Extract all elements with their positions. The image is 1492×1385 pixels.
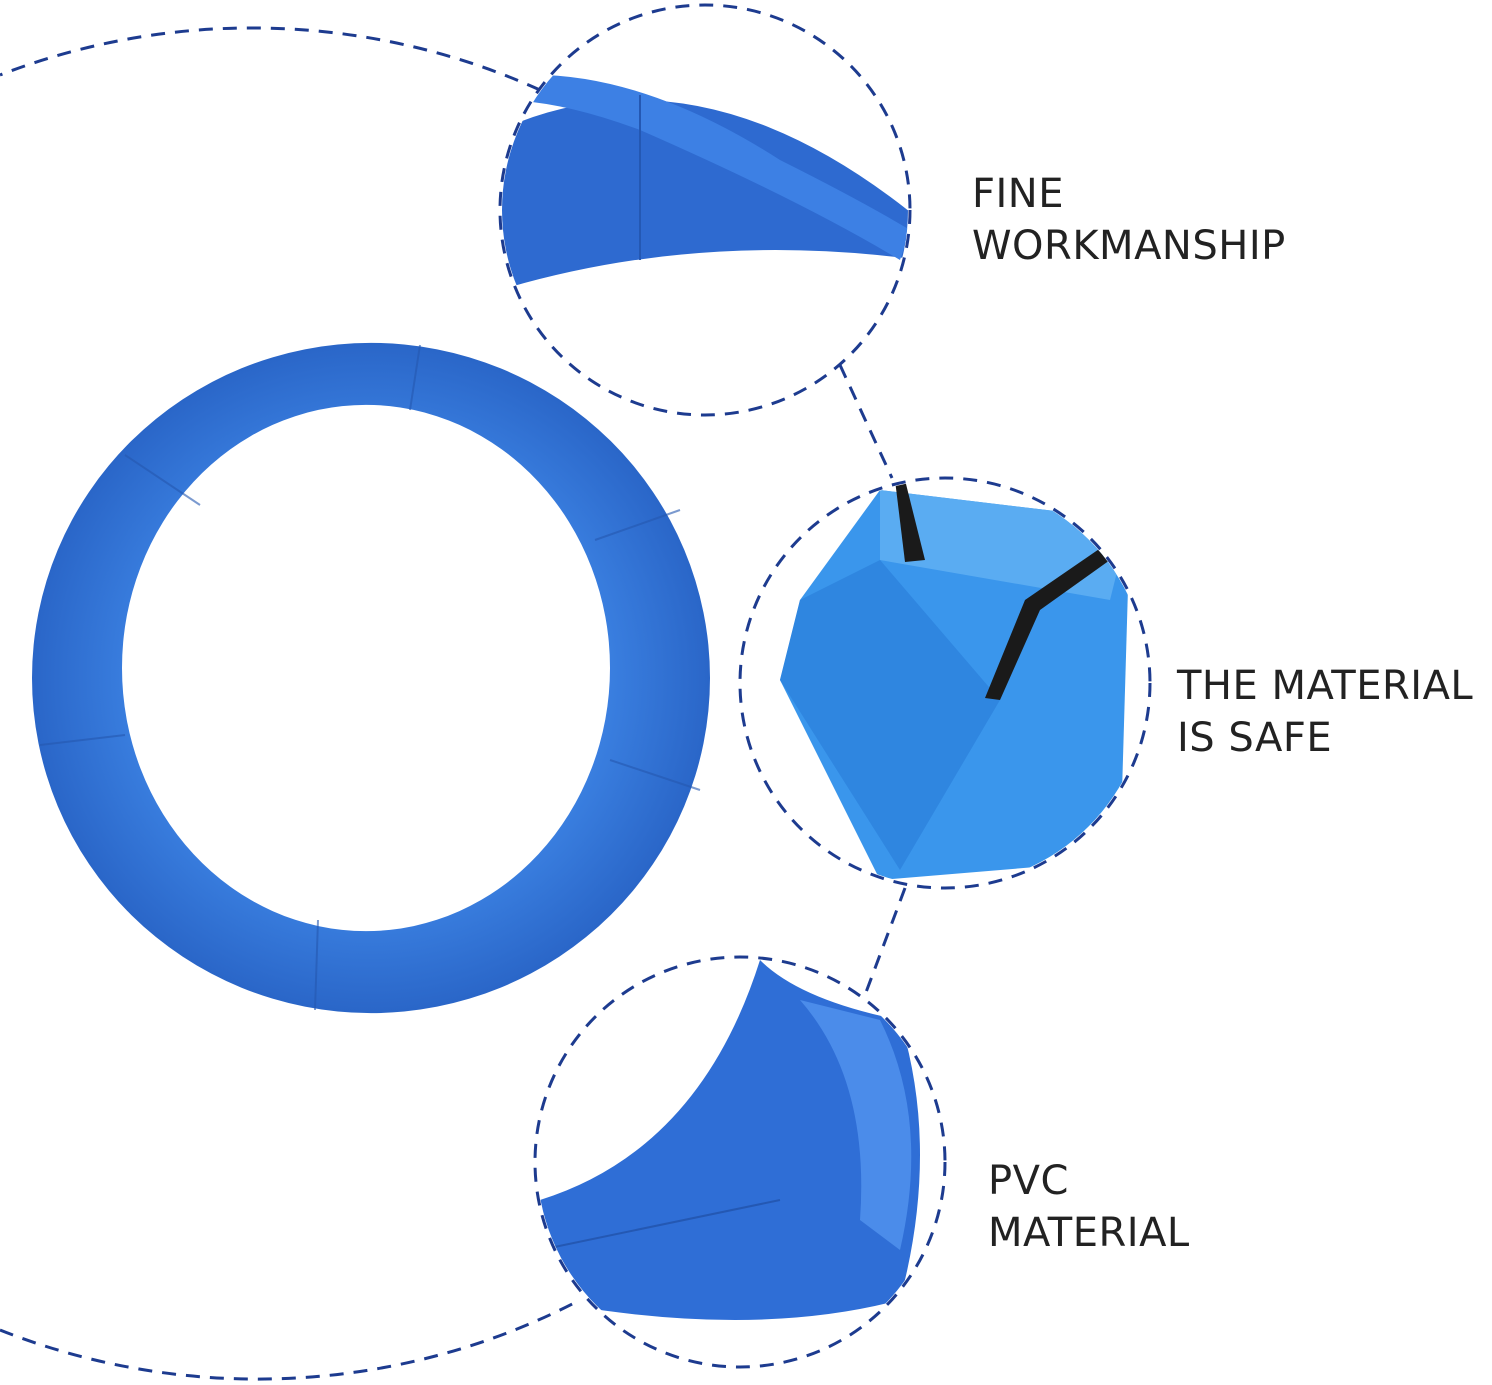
feature-label-line: IS SAFE bbox=[1177, 715, 1333, 761]
trampoline-pad-ring bbox=[31, 342, 711, 1014]
large-dashed-arc bbox=[0, 26, 581, 1381]
feature-label-line: MATERIAL bbox=[988, 1210, 1190, 1256]
feature-label-pvc: PVC MATERIAL bbox=[988, 1155, 1190, 1259]
detail-circle-workmanship bbox=[498, 3, 912, 417]
feature-label-line: FINE bbox=[972, 171, 1064, 217]
feature-label-workmanship: FINE WORKMANSHIP bbox=[972, 168, 1286, 272]
detail-circle-material-safe bbox=[738, 476, 1152, 890]
feature-label-line: THE MATERIAL bbox=[1177, 663, 1474, 709]
connector-line bbox=[863, 887, 907, 996]
feature-label-line: WORKMANSHIP bbox=[972, 223, 1286, 269]
connector-line bbox=[838, 364, 894, 479]
feature-label-line: PVC bbox=[988, 1158, 1069, 1204]
detail-circle-pvc bbox=[533, 955, 947, 1369]
feature-label-material-safe: THE MATERIAL IS SAFE bbox=[1177, 660, 1473, 764]
